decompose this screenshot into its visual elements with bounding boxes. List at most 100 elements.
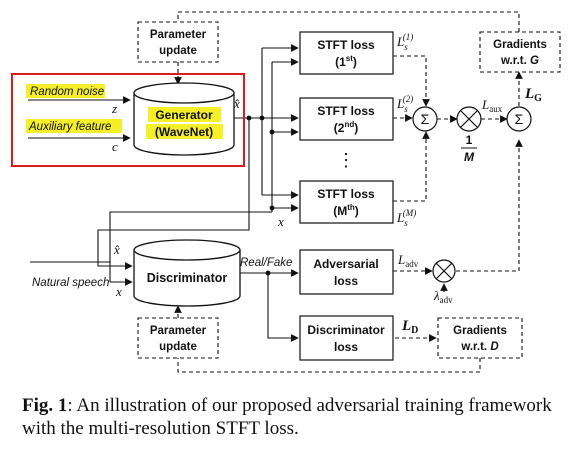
caption-text: : An illustration of our proposed advers… [22,395,552,439]
x-hat-generator-label: x̂ [233,96,240,111]
x-hat-discriminator-label: x̂ [113,242,120,257]
sum-node-total-sign: Σ [515,111,524,127]
fraction-denominator: M [464,150,475,164]
param-update-bottom-line1: Parameter [150,325,207,337]
gradients-d-line2: w.r.t. D [460,341,498,353]
gradients-g-line2: w.r.t. G [500,55,539,67]
discriminator-loss-block[interactable]: Discriminator loss [299,315,394,361]
gradients-d-block[interactable]: Gradients w.r.t. D [437,317,523,359]
l-g-sub: G [534,93,542,104]
random-noise-label: Random noise [30,86,104,98]
ls2-main: L [396,96,404,111]
gradients-d-wrt: w.r.t. [460,341,490,353]
param-update-top-line2: update [159,45,197,57]
generator-block[interactable]: Generator (WaveNet) [133,82,235,156]
highlight-frame [11,73,245,167]
param-update-top[interactable]: Parameter update [137,21,219,63]
wavenet-highlight [146,124,223,139]
gradients-g-line1: Gradients [493,39,547,51]
signal-lines [28,44,299,342]
real-fake-label: Real/Fake [240,257,292,269]
sum-node-stft: Σ [412,106,438,132]
stft-loss-1-close: ) [353,55,357,69]
adversarial-loss-line2: loss [334,274,358,288]
diagram-canvas: Parameter update Random noise Auxiliary … [11,11,561,373]
gradients-g-block[interactable]: Gradients w.r.t. G [479,31,561,73]
l-adv-label: Ladv [397,252,419,269]
ls2-sub: s [404,104,408,114]
l-d-main: L [401,318,411,334]
lsm-sub: s [404,218,408,228]
ls1-sub: s [404,42,408,52]
lambda-adv-main: λ [433,288,440,303]
ls2-sup: (2) [403,94,414,104]
gradients-g-wrt: w.r.t. [500,55,530,67]
auxiliary-feature-label: Auxiliary feature [28,121,111,133]
natural-speech-label: Natural speech [32,277,109,289]
stft-loss-m[interactable]: STFT loss (Mth) [299,180,394,224]
adversarial-loss-line1: Adversarial [313,257,378,271]
ls1-label: Ls(1) [396,32,413,52]
caption-label: Fig. 1 [22,395,68,416]
ls1-main: L [396,34,404,49]
random-noise-highlight [26,84,105,98]
param-update-bottom[interactable]: Parameter update [137,317,219,359]
param-update-bottom-line2: update [159,341,197,353]
multiply-node-aux [456,106,482,132]
stft-loss-1-num: (1 [335,55,346,69]
dashed-feedback-lines [174,11,523,373]
junction-dots [246,115,275,276]
stft-loss-1-sup: st [346,54,353,63]
lsm-main: L [396,210,404,225]
stft-loss-1[interactable]: STFT loss (1st) [299,31,394,75]
l-d-label: LD [401,318,418,336]
gradients-d-var: D [490,341,498,353]
x-discriminator-label: x [115,284,122,299]
multiply-node-adv [432,259,456,283]
generator-label: Generator [155,108,213,122]
generator-highlight [148,107,221,122]
discriminator-block[interactable]: Discriminator [133,239,241,307]
stft-loss-m-sup: th [347,203,355,212]
ls1-sup: (1) [403,32,414,42]
wavenet-label: (WaveNet) [155,125,213,139]
stft-loss-1-index: (1st) [335,54,357,69]
stft-loss-m-num: (M [333,204,347,218]
stft-loss-2-sup: nd [344,120,354,129]
l-d-sub: D [411,325,418,336]
sum-node-stft-sign: Σ [421,111,430,127]
discriminator-loss-line1: Discriminator [307,323,385,337]
sum-node-total: Σ [506,106,532,132]
stft-loss-m-title: STFT loss [317,187,375,201]
stft-loss-m-close: ) [355,204,359,218]
stft-loss-2[interactable]: STFT loss (2nd) [299,97,394,141]
l-adv-main: L [397,252,405,267]
l-g-label: LG [524,86,542,104]
stft-loss-2-num: (2 [334,121,345,135]
x-stft-label: x [277,214,284,229]
lsm-sup: (M) [403,208,417,218]
stft-dots: ⋮ [337,150,355,170]
ls2-label: Ls(2) [396,94,413,114]
fraction-numerator: 1 [466,133,473,147]
param-update-top-line1: Parameter [150,29,207,41]
stft-loss-2-close: ) [354,121,358,135]
discriminator-label: Discriminator [147,271,228,285]
lambda-adv-sub: adv [440,295,453,305]
lsm-label: Ls(M) [396,208,416,228]
stft-loss-2-title: STFT loss [317,104,375,118]
l-g-main: L [524,86,534,102]
stft-loss-1-title: STFT loss [317,38,375,52]
l-aux-sub: aux [489,104,502,114]
l-aux-label: Laux [481,97,503,114]
gradients-d-line1: Gradients [453,325,507,337]
figure-caption: Fig. 1: An illustration of our proposed … [22,394,557,440]
gradients-g-var: G [530,55,539,67]
adversarial-loss-block[interactable]: Adversarial loss [299,249,394,295]
stft-loss-2-index: (2nd) [334,120,358,135]
l-adv-sub: adv [405,259,418,269]
auxiliary-feature-highlight [26,119,122,133]
discriminator-loss-line2: loss [334,340,358,354]
c-label: c [112,139,118,154]
